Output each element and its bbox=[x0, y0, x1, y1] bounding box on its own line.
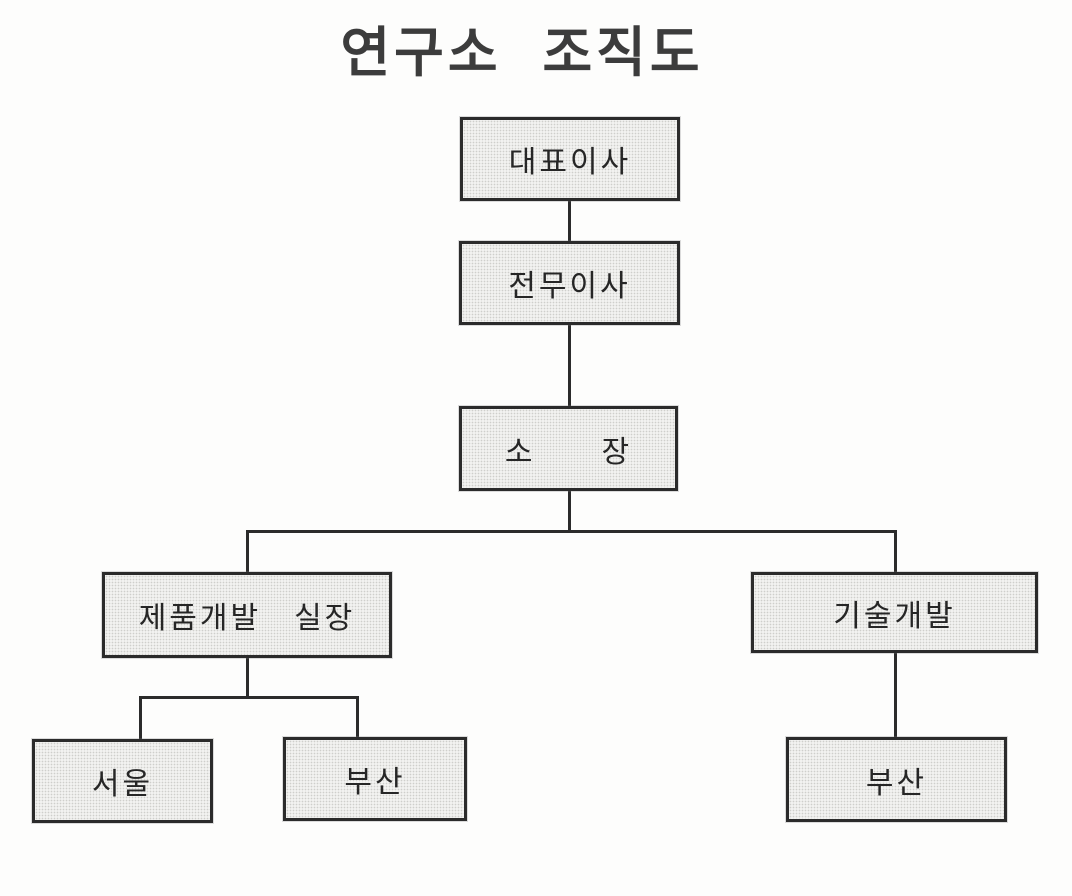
org-node-busan-west-label: 부산 bbox=[344, 766, 406, 799]
org-node-seoul: 서울 bbox=[32, 739, 213, 823]
connector-product-dev-branch-bar bbox=[139, 696, 359, 699]
org-node-seoul-label: 서울 bbox=[91, 768, 154, 801]
connector-ceo-exec-director bbox=[568, 200, 571, 242]
connector-drop-tech-dev bbox=[894, 530, 897, 573]
connector-product-dev-stem bbox=[246, 658, 249, 699]
connector-tech-dev-busan-east bbox=[894, 652, 897, 738]
connector-exec-director-director bbox=[568, 325, 571, 407]
org-node-busan-east-label: 부산 bbox=[865, 766, 928, 800]
connector-director-branch-bar bbox=[246, 530, 897, 533]
org-node-director-label: 소 장 bbox=[504, 435, 633, 469]
org-node-ceo-label: 대표이사 bbox=[508, 146, 632, 179]
org-node-tech-dev-label: 기술개발 bbox=[833, 599, 956, 633]
org-node-busan-east: 부산 bbox=[786, 737, 1007, 822]
connector-drop-product-dev bbox=[246, 530, 249, 573]
connector-drop-busan-west bbox=[356, 696, 359, 738]
org-node-product-dev-head-label: 제품개발 실장 bbox=[138, 602, 356, 635]
connector-director-stem bbox=[568, 491, 571, 533]
org-node-product-dev-head: 제품개발 실장 bbox=[102, 572, 392, 658]
org-node-exec-director-label: 전무이사 bbox=[508, 270, 631, 303]
org-node-ceo: 대표이사 bbox=[460, 117, 680, 201]
org-node-exec-director: 전무이사 bbox=[459, 241, 680, 325]
org-node-busan-west: 부산 bbox=[283, 737, 467, 821]
org-node-director: 소 장 bbox=[459, 406, 678, 491]
page-title: 연구소 조직도 bbox=[340, 23, 704, 83]
connector-drop-seoul bbox=[139, 696, 142, 740]
org-node-tech-dev: 기술개발 bbox=[751, 572, 1038, 653]
